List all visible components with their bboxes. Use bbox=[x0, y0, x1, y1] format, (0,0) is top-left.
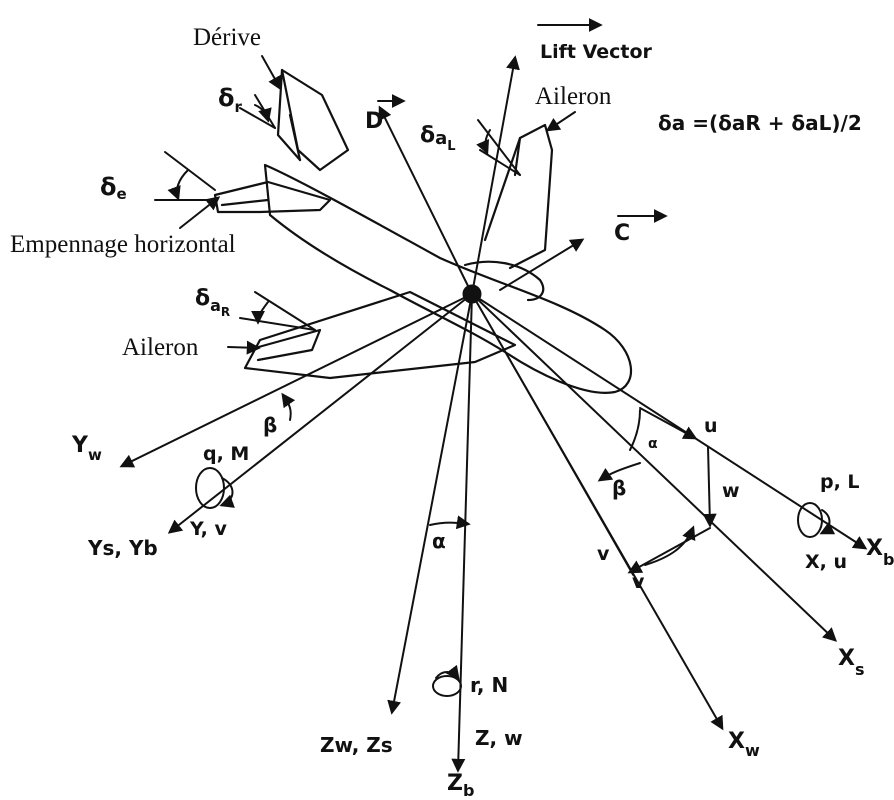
axes bbox=[119, 18, 868, 773]
label-v1: v bbox=[597, 543, 610, 565]
label-beta-left: β bbox=[263, 413, 277, 437]
label-C: C bbox=[614, 221, 630, 246]
label-pL: p, L bbox=[820, 471, 860, 493]
label-delta-e: δe bbox=[100, 173, 127, 203]
label-delta-aR: δaR bbox=[195, 286, 230, 319]
label-delta-r: δr bbox=[218, 84, 243, 116]
label-formula: δa =(δaR + δaL)/2 bbox=[658, 111, 862, 135]
label-Xs: Xs bbox=[838, 646, 865, 679]
label-alpha-mid: α bbox=[432, 529, 446, 553]
label-ZwZs: Zw, Zs bbox=[320, 733, 393, 757]
label-delta-aL: δaL bbox=[420, 123, 456, 154]
label-qM: q, M bbox=[203, 443, 249, 465]
label-Yw: Yw bbox=[71, 433, 102, 464]
label-YsYb: Ys, Yb bbox=[87, 536, 158, 560]
label-Zw2: Z, w bbox=[475, 726, 523, 750]
label-v2: v bbox=[632, 571, 645, 593]
label-lift-vector: Lift Vector bbox=[540, 41, 653, 63]
label-w: w bbox=[722, 480, 740, 502]
label-rN: r, N bbox=[470, 673, 508, 697]
label-aileron-top: Aileron bbox=[535, 83, 612, 110]
label-Xu: X, u bbox=[805, 551, 847, 573]
labels: Dérive Lift Vector Aileron Empennage hor… bbox=[10, 24, 894, 800]
label-aileron-left: Aileron bbox=[122, 334, 199, 361]
aircraft-outline bbox=[213, 68, 633, 394]
label-beta-mid: β bbox=[612, 476, 626, 500]
label-Yv: Y, v bbox=[189, 518, 227, 540]
label-Zb: Zb bbox=[447, 771, 474, 800]
label-derive: Dérive bbox=[193, 24, 261, 51]
label-Xw: Xw bbox=[728, 729, 760, 760]
label-D: D bbox=[365, 109, 383, 134]
label-alpha-small: α bbox=[648, 436, 658, 452]
label-u: u bbox=[704, 415, 718, 437]
label-Xb: Xb bbox=[866, 536, 894, 569]
label-empennage: Empennage horizontal bbox=[10, 231, 236, 258]
